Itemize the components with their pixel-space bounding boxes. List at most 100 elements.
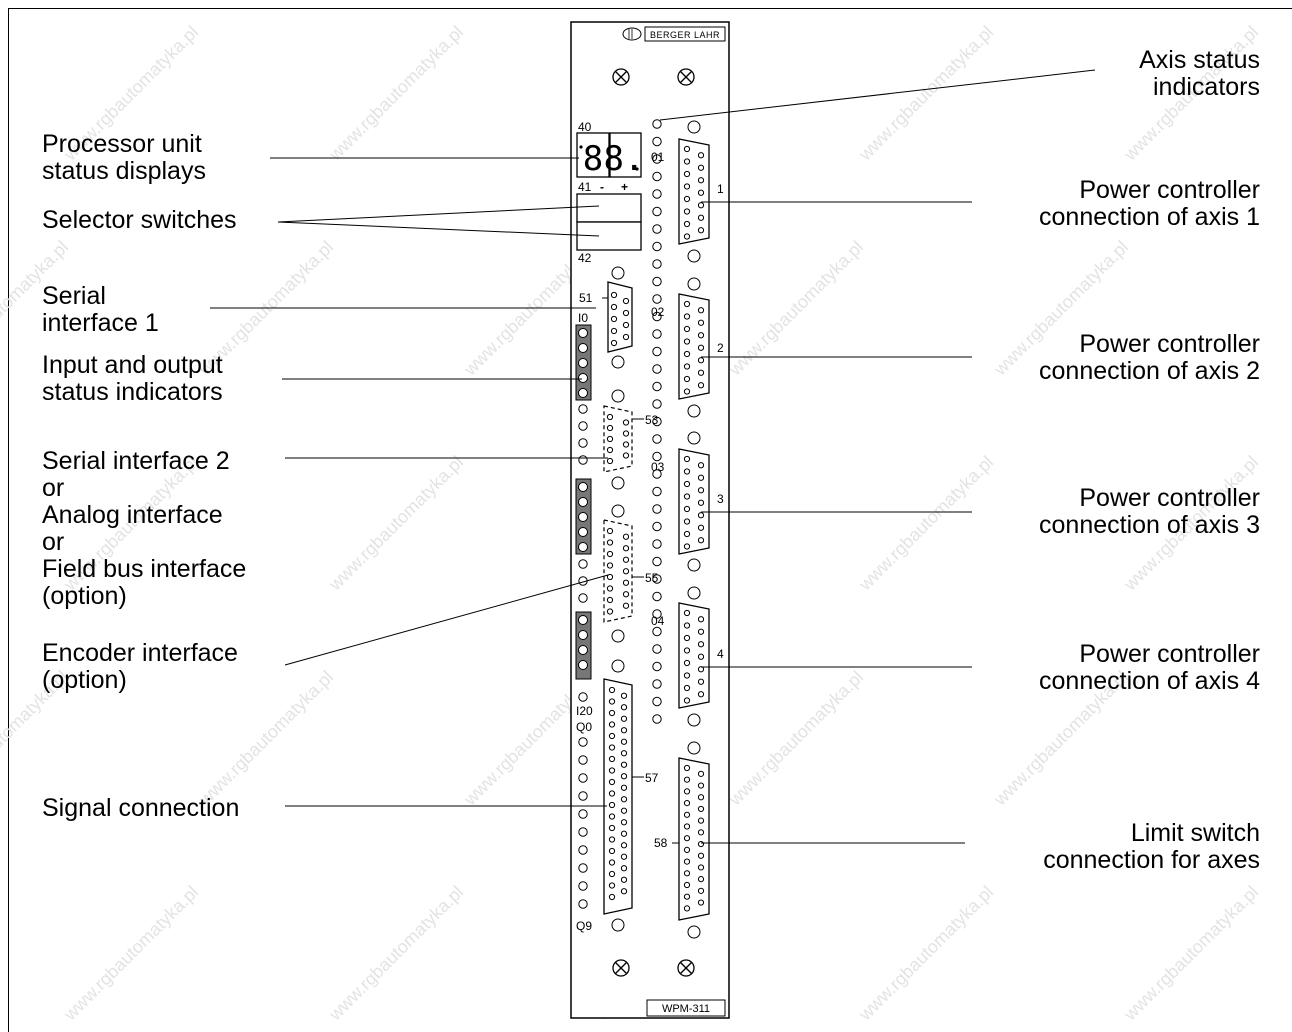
connector-pin: [608, 778, 616, 786]
axis-status-led: [652, 626, 662, 637]
label-51: 51: [579, 291, 593, 305]
connector-pin: [683, 480, 691, 488]
callout-limit-switch-connection: Limit switch connection for axes: [1043, 819, 1260, 874]
connector-pin: [697, 177, 705, 184]
connector-pin: [608, 767, 616, 774]
connector-pin: [683, 764, 691, 772]
connector-pin: [697, 691, 705, 698]
mounting-hole: [611, 355, 625, 369]
connector-pin: [620, 796, 628, 803]
connector-pin: [683, 659, 691, 667]
io-status-led: [578, 899, 588, 909]
connector-pin: [606, 413, 614, 421]
mounting-hole: [611, 266, 625, 280]
connector-pin: [683, 338, 691, 345]
connector-pin: [608, 755, 616, 763]
io-status-led: [578, 615, 588, 625]
connector-pin: [608, 882, 616, 889]
axis-status-led: [652, 521, 662, 532]
mounting-hole: [611, 476, 625, 490]
connector-pin: [606, 424, 614, 432]
axis-status-led: [652, 311, 662, 322]
connector-pin: [622, 556, 630, 563]
io-status-led: [578, 455, 588, 465]
connector-pin: [683, 647, 691, 654]
screw-icon: [612, 959, 630, 977]
connector-pin: [620, 738, 628, 745]
connector-pin: [683, 145, 691, 153]
label-41: 41: [578, 180, 592, 194]
connector-pin: [608, 709, 616, 717]
callout-axis-status-indicators: Axis status indicators: [1139, 46, 1260, 101]
io-status-led: [578, 845, 588, 855]
label-axis-2: 2: [717, 341, 724, 355]
connector-pin: [697, 653, 705, 660]
axis-status-led: [652, 504, 662, 514]
connector-pin: [697, 382, 705, 389]
connector-pin: [608, 721, 616, 728]
io-status-led: [578, 881, 588, 891]
io-status-led: [578, 343, 588, 353]
axis-status-led: [652, 171, 662, 182]
figure-frame: [8, 8, 1292, 1032]
axis-status-led: [652, 486, 662, 497]
connector-pin: [606, 585, 614, 592]
axis-status-led: [652, 574, 662, 584]
connector-pin: [683, 388, 691, 395]
connector-pin: [697, 678, 705, 685]
connector-pin: [683, 208, 691, 215]
label-minus: -: [600, 180, 604, 194]
connector-pin: [697, 524, 705, 531]
mounting-hole: [687, 431, 701, 445]
io-status-led: [578, 388, 588, 398]
connector-pin: [697, 332, 705, 339]
screw-icon: [612, 68, 630, 86]
connector-pin: [620, 819, 628, 826]
callout-axis-2-connection: Power controller connection of axis 2: [1039, 330, 1260, 385]
connector-pin: [610, 315, 618, 323]
axis-status-led: [652, 294, 662, 304]
screw-icon: [677, 959, 695, 977]
callout-axis-1-connection: Power controller connection of axis 1: [1039, 176, 1260, 231]
axis-status-led: [652, 189, 662, 199]
mounting-hole: [611, 659, 625, 673]
io-status-led: [578, 421, 588, 431]
connector-pin: [697, 202, 705, 209]
connector-pin: [622, 602, 630, 609]
connector-pin: [683, 468, 691, 475]
connector-pin: [683, 870, 691, 877]
model-label-box: [646, 999, 726, 1017]
connector-pin: [697, 462, 705, 469]
axis-status-led: [652, 451, 662, 462]
label-axis-1: 1: [717, 182, 724, 196]
connector-pin: [697, 876, 705, 883]
io-status-led: [578, 773, 588, 783]
axis-status-led: [652, 154, 662, 164]
connector-pin: [683, 634, 691, 642]
connector-pin: [608, 686, 616, 694]
connector-pin: [683, 697, 691, 704]
connector-pin: [620, 692, 628, 699]
connector-pin: [683, 905, 691, 912]
axis-status-led: [652, 609, 662, 619]
label-42: 42: [578, 251, 592, 265]
connector-pin: [697, 641, 705, 648]
callout-serial-interface-2: Serial interface 2 or Analog interface o…: [42, 447, 247, 610]
connector-pin: [683, 183, 691, 190]
connector-pin: [608, 847, 616, 855]
connector-pin: [620, 853, 628, 860]
io-status-led: [578, 809, 588, 819]
leader-lines: [210, 69, 1096, 844]
mounting-hole: [687, 558, 701, 572]
io-status-led: [578, 559, 588, 569]
connector-pin: [683, 846, 691, 854]
label-01: 01: [651, 150, 665, 164]
connector-pin: [683, 609, 691, 617]
io-status-led: [578, 660, 588, 670]
connector-pin: [697, 537, 705, 544]
screw-icon: [677, 68, 695, 86]
axis-status-led: [652, 644, 662, 654]
axis-status-led: [652, 259, 662, 269]
model-label: WPM-311: [662, 1003, 710, 1015]
connector-pin: [683, 455, 691, 463]
